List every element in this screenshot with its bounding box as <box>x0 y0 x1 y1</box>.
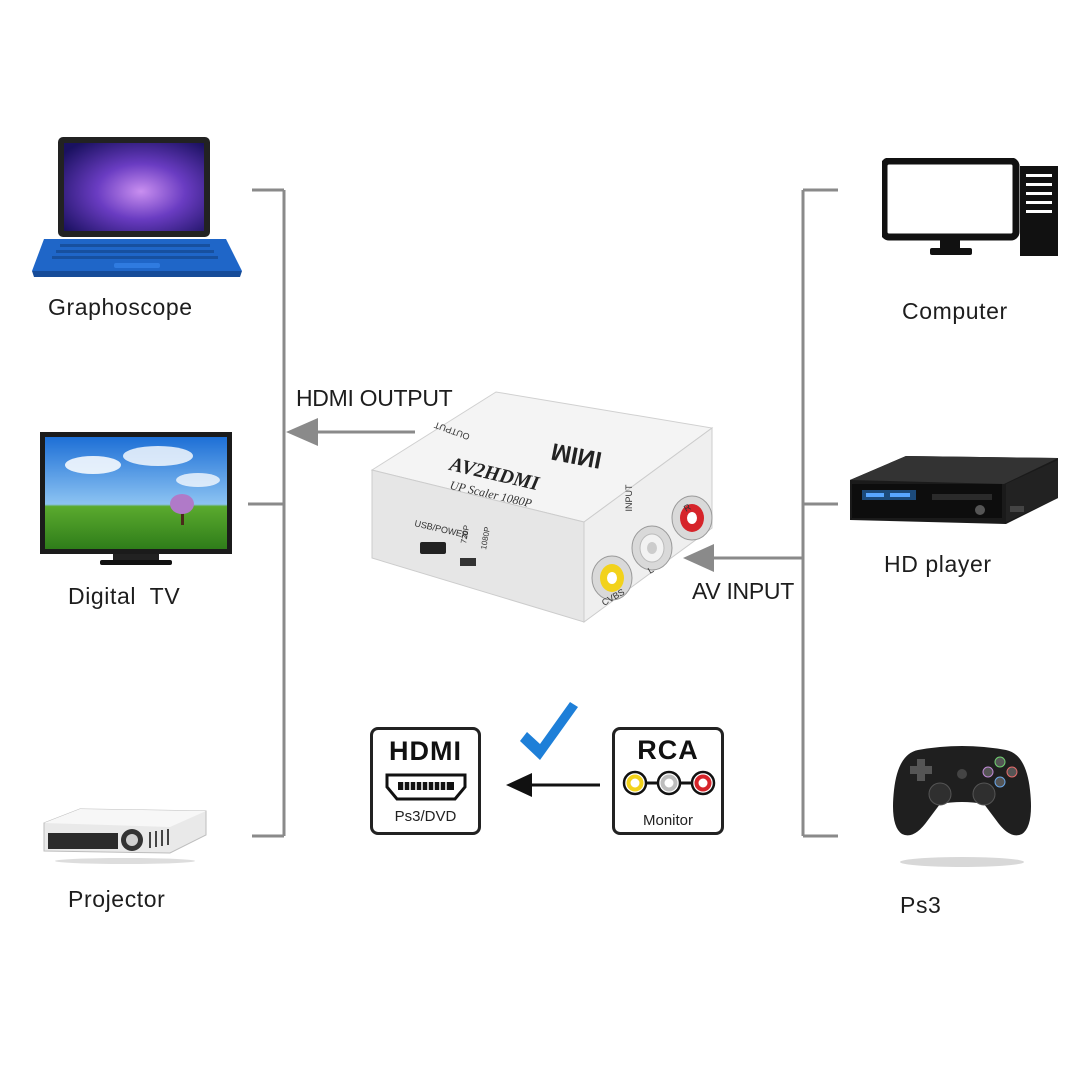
jack-label-l: L <box>646 565 655 576</box>
hd-player-icon <box>846 450 1062 530</box>
av-input-label: AV INPUT <box>692 578 794 604</box>
tv-icon <box>38 430 234 568</box>
rca-badge-subtitle: Monitor <box>642 812 694 829</box>
gamepad-icon <box>888 740 1036 870</box>
rca-to-hdmi-arrow <box>506 773 600 797</box>
right-device-label-2: Ps3 <box>900 892 942 918</box>
hdmi-badge: HDMI Ps3/DVD <box>370 727 481 835</box>
hdmi-port-icon <box>385 773 467 801</box>
hdmi-badge-title: HDMI <box>389 736 462 766</box>
left-device-label-1: Digital TV <box>68 583 181 609</box>
desktop-computer-icon <box>880 157 1062 260</box>
av-input-arrow <box>683 544 803 572</box>
hdmi-output-arrow <box>286 418 415 446</box>
rca-jack-yellow <box>591 555 633 601</box>
projector-icon <box>40 805 210 865</box>
rca-badge-title: RCA <box>637 735 699 765</box>
left-device-label-0: Graphoscope <box>48 294 193 320</box>
converter-input-port: INPUT <box>624 484 634 512</box>
converter-res-1080: 1080P <box>479 526 492 550</box>
right-device-label-1: HD player <box>884 551 992 577</box>
rca-jack-red <box>671 495 713 541</box>
rca-badge: RCA Monitor <box>612 727 724 835</box>
converter-res-720: 720P <box>459 524 471 544</box>
hdmi-output-label: HDMI OUTPUT <box>296 385 453 411</box>
left-device-label-2: Projector <box>68 886 166 912</box>
jack-label-r: R <box>682 502 693 514</box>
right-device-label-0: Computer <box>902 298 1008 324</box>
rca-jack-white <box>631 525 673 571</box>
check-icon <box>520 702 578 760</box>
laptop-icon <box>30 135 245 280</box>
rca-plugs-icon <box>622 770 716 796</box>
av2hdmi-converter: MINI AV2HDMI UP Scaler 1080P OUTPUT INPU… <box>368 388 716 634</box>
hdmi-badge-subtitle: Ps3/DVD <box>394 808 457 825</box>
